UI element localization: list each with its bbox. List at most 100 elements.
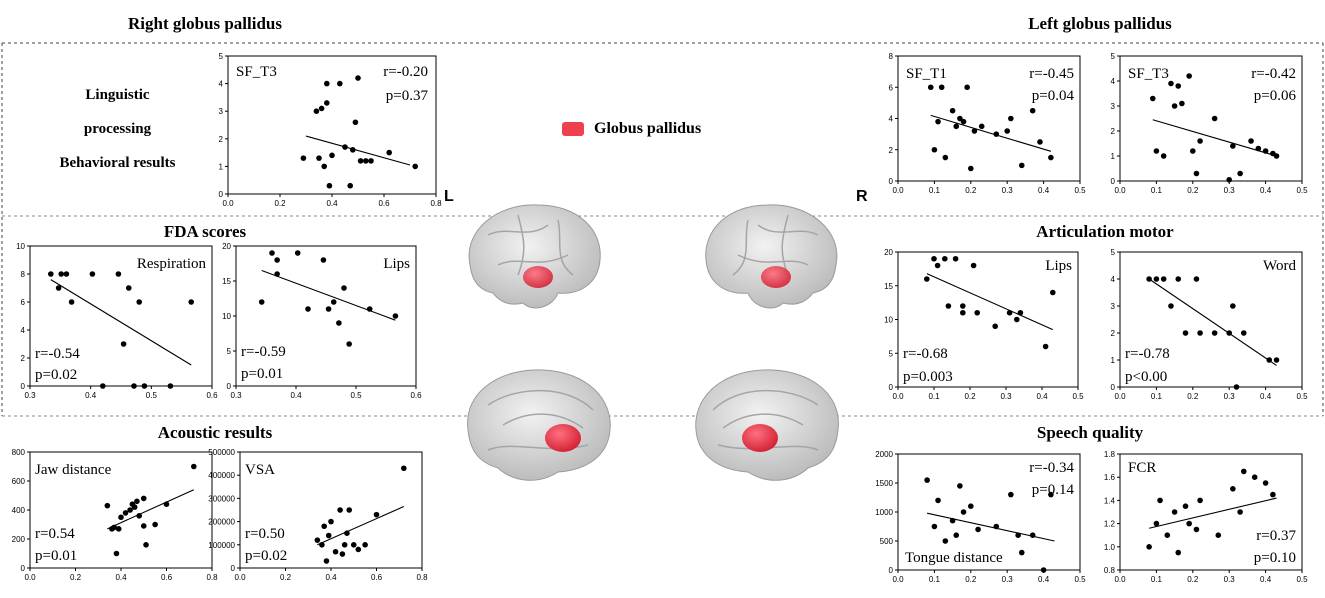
y-tick-label: 4 (21, 326, 26, 335)
linguistic-label: Linguistic processing Behavioral results (40, 78, 195, 180)
x-tick-label: 0.4 (325, 573, 337, 582)
data-point (942, 154, 949, 161)
data-point (1226, 176, 1232, 183)
y-tick-label: 100000 (208, 541, 235, 550)
chart-annotation: r=-0.34 (1029, 460, 1074, 476)
data-point (104, 502, 111, 509)
data-point (1197, 497, 1203, 504)
x-tick-label: 0.0 (222, 199, 234, 208)
x-tick-label: 0.2 (965, 186, 977, 195)
x-tick-label: 0.5 (1072, 392, 1084, 401)
data-point (1153, 148, 1160, 154)
y-tick-label: 200000 (208, 518, 235, 527)
data-point (341, 542, 348, 548)
regression-line (50, 279, 192, 366)
data-point (321, 163, 328, 170)
y-tick-label: 800 (12, 448, 26, 457)
data-point (191, 463, 197, 470)
x-tick-label: 0.2 (70, 573, 82, 582)
data-point (325, 306, 332, 312)
y-tick-label: 200 (12, 535, 26, 544)
y-tick-label: 5 (219, 52, 224, 61)
x-tick-label: 0.6 (161, 573, 173, 582)
y-tick-label: 1 (1111, 356, 1116, 365)
x-tick-label: 0.2 (964, 392, 976, 401)
data-point (1237, 509, 1243, 515)
data-point (63, 271, 70, 277)
legend: Globus pallidus (562, 120, 701, 138)
chart-annotation: r=-0.78 (1125, 346, 1170, 362)
data-point (140, 495, 147, 502)
data-point (1050, 289, 1056, 296)
x-tick-label: 0.0 (234, 573, 246, 582)
plot-frame (29, 245, 213, 387)
y-tick-label: 5 (889, 349, 894, 358)
y-tick-label: 1.8 (1104, 450, 1116, 459)
plot-frame (1119, 55, 1303, 182)
y-tick-label: 0 (1111, 383, 1116, 392)
chart-annotation: SF_T1 (906, 66, 947, 82)
y-tick-label: 0 (231, 564, 236, 573)
data-point (992, 323, 998, 330)
data-point (336, 320, 342, 326)
x-tick-label: 0.2 (1187, 575, 1199, 584)
x-tick-label: 0.2 (280, 573, 292, 582)
data-point (152, 521, 158, 528)
y-tick-label: 0 (21, 382, 26, 391)
data-point (1273, 357, 1280, 363)
regression-line (927, 512, 1055, 542)
data-point (927, 84, 934, 91)
x-tick-label: 0.4 (1260, 186, 1272, 195)
brain-lateral-right (705, 204, 838, 309)
x-tick-label: 0.6 (378, 199, 390, 208)
data-point (386, 149, 393, 156)
y-tick-label: 10 (16, 242, 25, 251)
section-title-right-gp: Right globus pallidus (127, 14, 282, 33)
x-tick-label: 0.8 (416, 573, 428, 582)
data-point (1182, 330, 1189, 336)
data-point (1230, 303, 1236, 309)
y-tick-label: 4 (1111, 275, 1116, 284)
data-point (337, 80, 343, 87)
data-point (136, 299, 142, 305)
data-point (363, 158, 369, 164)
chart-annotation: p=0.01 (35, 548, 77, 564)
x-tick-label: 0.4 (115, 573, 127, 582)
data-point (1042, 343, 1049, 350)
data-point (329, 152, 335, 159)
data-point (323, 558, 330, 564)
data-point (328, 518, 334, 525)
data-point (320, 257, 327, 263)
data-point (924, 276, 930, 282)
plot-frame (1119, 453, 1303, 571)
y-tick-label: 3 (1111, 102, 1116, 111)
y-tick-label: 4 (889, 115, 894, 124)
data-point (362, 542, 368, 548)
x-tick-label: 0.2 (274, 199, 286, 208)
x-tick-label: 0.5 (1296, 392, 1308, 401)
y-tick-label: 15 (222, 277, 231, 286)
regression-line (107, 489, 195, 530)
data-point (1175, 549, 1182, 556)
x-tick-label: 0.8 (206, 573, 218, 582)
x-tick-label: 0.3 (24, 391, 36, 400)
y-tick-label: 15 (884, 282, 893, 291)
data-point (1240, 468, 1247, 475)
y-tick-label: 1000 (875, 508, 893, 517)
data-point (274, 257, 280, 263)
data-point (392, 313, 399, 319)
data-point (131, 383, 137, 389)
x-tick-label: 0.6 (206, 391, 218, 400)
data-point (1251, 474, 1258, 481)
chart-annotation: p=0.01 (241, 366, 283, 382)
chart-annotation: r=-0.42 (1251, 66, 1296, 82)
data-point (953, 123, 960, 130)
data-point (188, 299, 194, 305)
y-tick-label: 400 (12, 506, 26, 515)
y-tick-label: 8 (889, 52, 894, 61)
